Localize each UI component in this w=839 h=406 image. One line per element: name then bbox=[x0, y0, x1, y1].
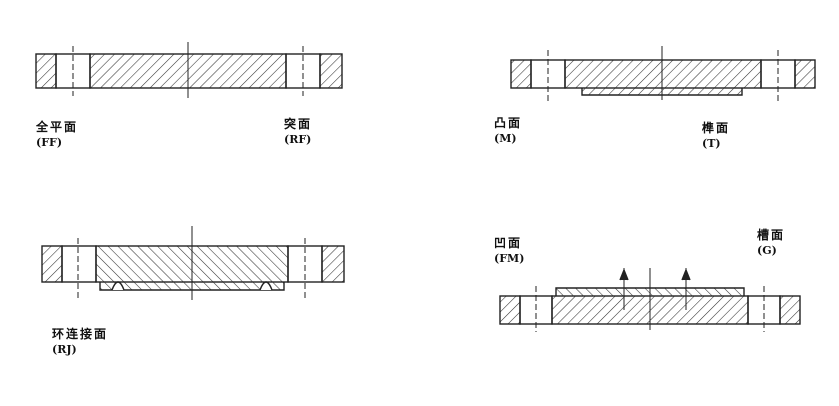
label-rf-en: (RF) bbox=[284, 133, 312, 146]
label-male-face: 凸面 (M) bbox=[494, 116, 522, 146]
flange-rj bbox=[41, 226, 345, 300]
label-ff-zh: 全平面 bbox=[36, 120, 79, 134]
label-full-flat-face: 全平面 (FF) bbox=[36, 120, 78, 150]
label-m-zh: 凸面 bbox=[494, 116, 523, 130]
label-m-en: (M) bbox=[494, 132, 517, 145]
label-ff-en: (FF) bbox=[36, 136, 63, 149]
label-rf-zh: 突面 bbox=[284, 117, 313, 131]
label-t-zh: 榫面 bbox=[702, 121, 731, 135]
label-female-face: 凹面 (FM) bbox=[494, 236, 524, 266]
label-groove-face: 槽面 (G) bbox=[757, 228, 785, 258]
flange-fm-g bbox=[499, 268, 801, 332]
label-rj-zh: 环连接面 bbox=[52, 327, 109, 341]
label-g-en: (G) bbox=[757, 244, 777, 257]
flange-ff bbox=[35, 42, 343, 98]
label-fm-en: (FM) bbox=[494, 252, 525, 265]
label-rj-en: (RJ) bbox=[52, 343, 77, 356]
label-raised-face: 突面 (RF) bbox=[284, 117, 312, 147]
label-ring-joint-face: 环连接面 (RJ) bbox=[52, 327, 108, 357]
label-t-en: (T) bbox=[702, 137, 721, 150]
label-fm-zh: 凹面 bbox=[494, 236, 523, 250]
flange-m-t bbox=[510, 46, 816, 104]
label-g-zh: 槽面 bbox=[757, 228, 786, 242]
label-tongue-face: 榫面 (T) bbox=[702, 121, 730, 151]
